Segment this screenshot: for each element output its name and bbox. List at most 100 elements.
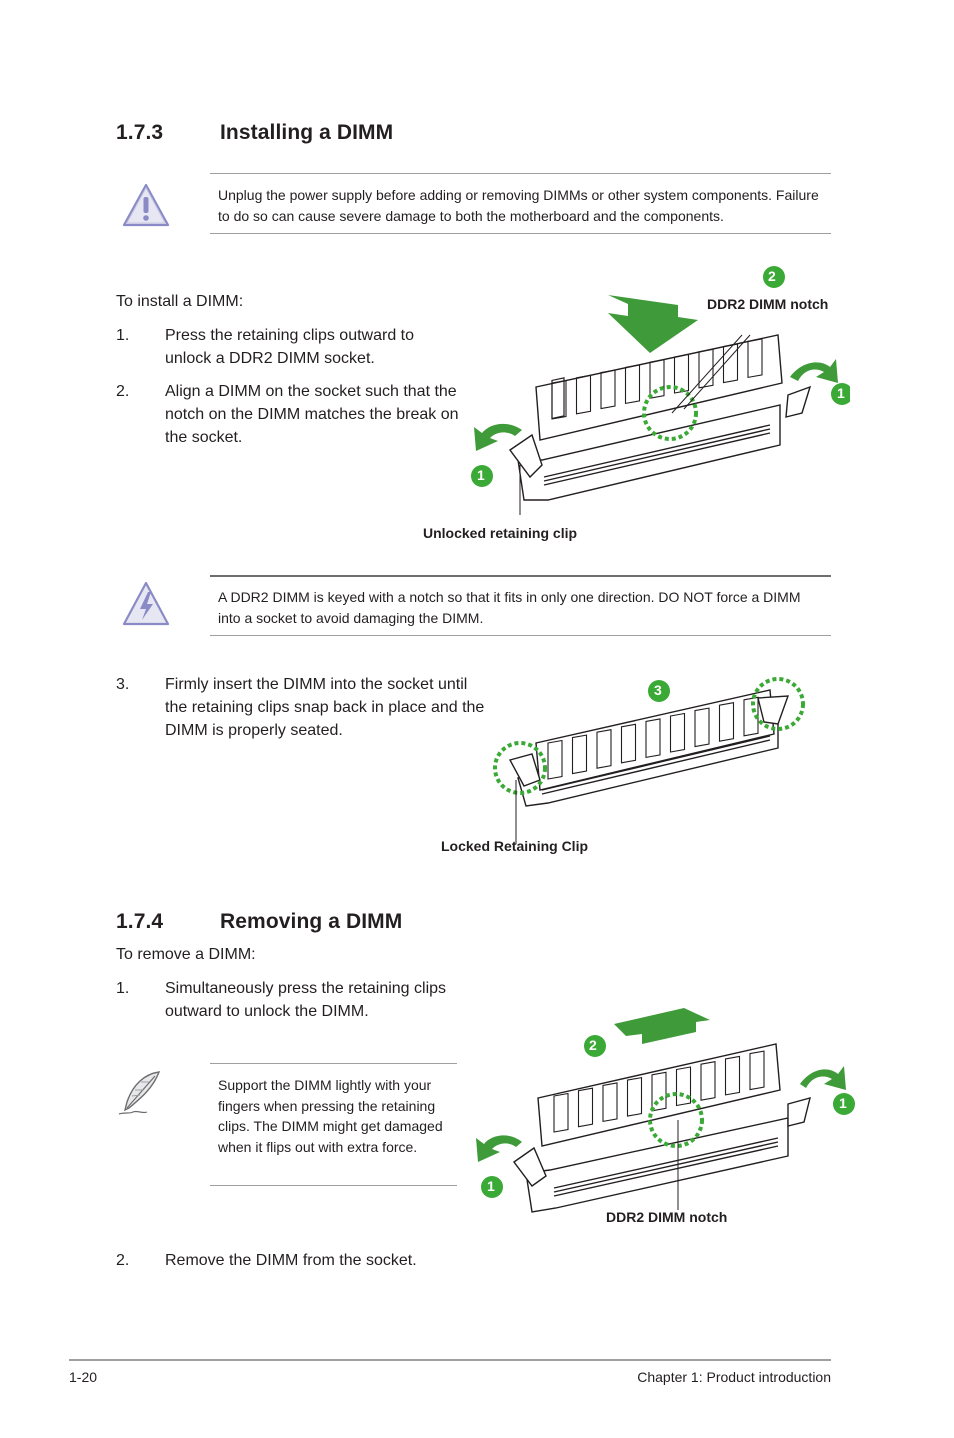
left-retaining-clip — [509, 433, 543, 479]
badge-label-1-left: 1 — [477, 467, 485, 483]
notch-leader-line — [683, 334, 751, 410]
badge-step-1-left — [471, 465, 493, 487]
memory-chip — [694, 707, 710, 748]
notch-label-remove: DDR2 DIMM notch — [606, 1209, 728, 1225]
note-text: Support the DIMM lightly with your finge… — [218, 1077, 443, 1155]
note-top-rule — [210, 1063, 457, 1064]
badge-label-1-left: 1 — [487, 1178, 495, 1194]
dimm-module — [535, 334, 783, 441]
chapter-title: Chapter 1: Product introduction — [637, 1369, 831, 1385]
badge-label-1-right: 1 — [837, 385, 845, 401]
memory-chip — [602, 1082, 618, 1123]
step-number: 1. — [116, 980, 130, 997]
warning-triangle-icon — [121, 182, 171, 228]
badge-step-1-right — [831, 383, 853, 405]
right-retaining-clip — [785, 385, 812, 418]
badge-step-3 — [648, 680, 670, 702]
right-clip-highlight-circle — [751, 677, 805, 731]
memory-chip — [649, 359, 665, 399]
locked-clip-label: Locked Retaining Clip — [441, 838, 589, 854]
dimm-chips — [547, 696, 759, 780]
note-bottom-rule — [210, 1185, 457, 1186]
right-outward-arrow-icon — [790, 359, 838, 383]
install-step-3: 3. Firmly insert the DIMM into the socke… — [116, 673, 496, 743]
install-intro: To install a DIMM: — [116, 293, 244, 310]
memory-chip — [624, 364, 641, 405]
warning-top-rule — [210, 173, 831, 174]
right-outward-arrow-icon — [800, 1066, 846, 1090]
warning-text: Unplug the power supply before adding or… — [218, 187, 819, 224]
memory-chip — [600, 369, 616, 410]
notch-highlight-circle — [642, 385, 698, 441]
section-title: Installing a DIMM — [220, 121, 394, 144]
left-outward-arrow-icon — [474, 423, 522, 451]
notch-label: DDR2 DIMM notch — [707, 296, 829, 312]
dimm-module — [535, 689, 775, 791]
insert-down-arrow-icon — [608, 295, 698, 353]
footer-rule — [69, 1359, 831, 1361]
memory-chip — [698, 348, 714, 389]
memory-chip — [577, 1087, 594, 1128]
badge-step-2 — [584, 1035, 606, 1057]
step-number: 2. — [116, 1252, 130, 1269]
section-title: Removing a DIMM — [220, 910, 403, 933]
memory-chip — [575, 374, 592, 415]
memory-chip — [724, 1055, 741, 1096]
memory-chip — [700, 1061, 716, 1101]
badge-label-1-right: 1 — [839, 1095, 847, 1111]
step-text: Firmly insert the DIMM into the socket u… — [165, 676, 485, 739]
step-number: 2. — [116, 383, 130, 400]
step-text: Remove the DIMM from the socket. — [165, 1252, 417, 1269]
install-step-2: 2. Align a DIMM on the socket such that … — [116, 380, 476, 450]
step-text: Press the retaining clips outward to unl… — [165, 327, 415, 367]
badge-step-1-left — [481, 1176, 503, 1198]
memory-chip — [620, 723, 637, 764]
step-text: Simultaneously press the retaining clips… — [165, 980, 447, 1020]
step-number: 3. — [116, 676, 130, 693]
left-retaining-clip — [513, 1146, 547, 1187]
figure-dimm-locked: 3 — [488, 668, 818, 848]
memory-chip — [571, 734, 588, 775]
page-number: 1-20 — [69, 1369, 98, 1385]
memory-chip — [551, 379, 567, 420]
install-step-1: 1. Press the retaining clips outward to … — [116, 324, 476, 370]
caution-bottom-rule — [210, 635, 831, 636]
unlocked-clip-label: Unlocked retaining clip — [423, 525, 578, 541]
memory-chip — [718, 702, 735, 742]
warning-bottom-rule — [210, 233, 831, 234]
badge-label-2: 2 — [589, 1037, 597, 1053]
badge-step-1-right — [833, 1093, 855, 1115]
section-heading-1-7-4: 1.7.4 Removing a DIMM — [116, 910, 516, 936]
figure-dimm-remove: 2 1 1 — [470, 998, 860, 1218]
memory-chip — [743, 696, 759, 737]
notch-highlight-circle — [648, 1092, 704, 1148]
memory-chip — [626, 1076, 643, 1117]
figure-dimm-unlock: 2 1 1 — [460, 255, 853, 519]
section-number: 1.7.4 — [116, 910, 164, 933]
right-retaining-clip — [787, 1097, 811, 1127]
left-locked-clip — [508, 753, 541, 787]
caution-top-rule — [210, 575, 831, 577]
dimm-socket — [517, 404, 781, 501]
memory-chip — [651, 1071, 667, 1112]
section-number: 1.7.3 — [116, 121, 164, 144]
section-heading-1-7-3: 1.7.3 Installing a DIMM — [116, 121, 516, 147]
remove-step-2: 2. Remove the DIMM from the socket. — [116, 1249, 496, 1272]
memory-chip — [645, 718, 661, 759]
memory-chip — [673, 353, 690, 394]
step-text: Align a DIMM on the socket such that the… — [165, 383, 459, 446]
memory-chip — [747, 338, 763, 379]
dimm-socket — [525, 1117, 789, 1213]
lightning-triangle-icon — [121, 580, 171, 628]
step-number: 1. — [116, 327, 130, 344]
dimm-module — [537, 1043, 781, 1147]
lift-up-arrow-icon — [614, 1008, 710, 1044]
memory-chip — [553, 1092, 569, 1133]
memory-chip — [547, 739, 563, 780]
badge-step-2 — [763, 266, 785, 288]
remove-step-1: 1. Simultaneously press the retaining cl… — [116, 977, 496, 1023]
badge-label-3: 3 — [654, 682, 662, 698]
caution-text: A DDR2 DIMM is keyed with a notch so tha… — [218, 589, 801, 626]
right-locked-clip — [757, 695, 790, 725]
left-outward-arrow-icon — [476, 1135, 522, 1162]
